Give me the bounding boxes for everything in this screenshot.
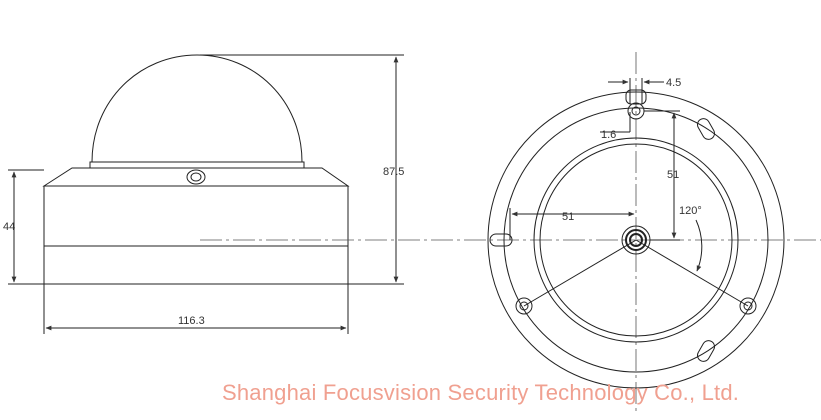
- rim-slot-top: [625, 89, 647, 105]
- mount-hole-left: [515, 297, 533, 315]
- mount-hole-top-inner: [631, 106, 641, 116]
- camera-dome: [91, 54, 303, 163]
- angle-arc: [695, 219, 703, 272]
- rim-slot-bottom-right: [697, 340, 715, 362]
- camera-body: [43, 185, 349, 285]
- dim-label-angle: 120°: [679, 205, 702, 217]
- dim-label-vertical-51: 51: [667, 169, 679, 181]
- base-outer-circle: [487, 91, 785, 389]
- top-view: [487, 52, 785, 412]
- dim-label-base-height: 44: [3, 221, 15, 233]
- body-top: [42, 167, 350, 187]
- dim-label-width: 116.3: [178, 315, 205, 327]
- radial-line-right: [635, 239, 749, 307]
- dim-label-total-height: 87.5: [383, 166, 404, 178]
- rim-slot-left: [489, 233, 513, 247]
- center-hole-inner: [629, 233, 643, 247]
- radial-line-left: [523, 239, 637, 307]
- body-screw-inner: [190, 172, 202, 182]
- mount-hole-left-inner: [519, 301, 529, 311]
- rim-slot-top-right: [697, 118, 715, 140]
- body-screw: [186, 169, 206, 185]
- dim-label-slot-offset: 1.6: [601, 129, 616, 141]
- dim-label-slot-width: 4.5: [666, 77, 681, 89]
- dim-label-horizontal-51: 51: [562, 211, 574, 223]
- base-mid-circle: [503, 107, 769, 373]
- base-inner-circle: [533, 137, 739, 343]
- base-inner-circle-2: [539, 143, 733, 337]
- mount-hole-right: [739, 297, 757, 315]
- side-view: [8, 54, 404, 334]
- company-watermark: Shanghai Focusvision Security Technology…: [222, 380, 740, 405]
- mount-hole-right-inner: [743, 301, 753, 311]
- center-hole-mid: [625, 229, 647, 251]
- dome-rim: [89, 161, 305, 169]
